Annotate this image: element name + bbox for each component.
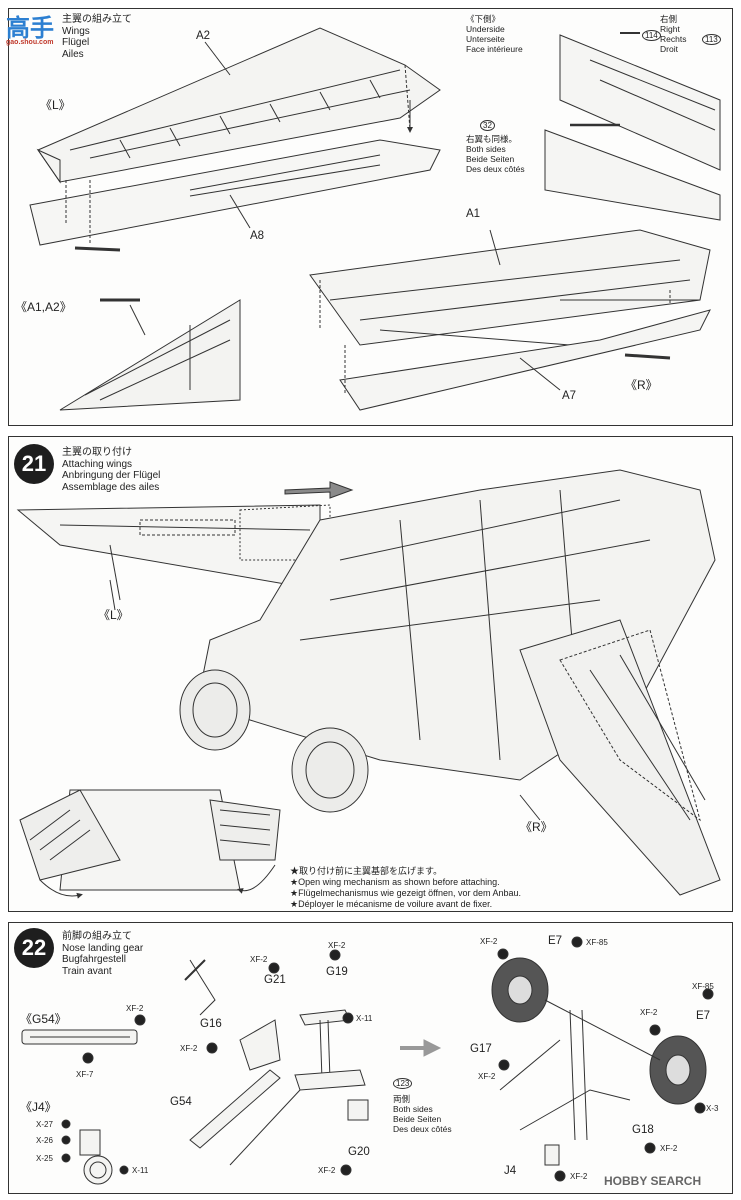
color-xf2-g18: XF-2 (660, 1144, 678, 1153)
note-jp: ★取り付け前に主翼基部を広げます。 (290, 866, 443, 876)
part-g21: G21 (264, 974, 286, 986)
underside-jp: 《下側》 (466, 14, 501, 24)
right-de: Rechts (660, 34, 687, 44)
step-21-title-jp: 主翼の取り付け (62, 447, 132, 458)
step-21-title-de: Anbringung der Flügel (62, 470, 161, 481)
step-20-title-jp: 主翼の組み立て (62, 14, 132, 25)
underside-de: Unterseite (466, 34, 505, 44)
both-sides-22-de: Beide Seiten (393, 1114, 442, 1124)
color-x25-j4: X-25 (36, 1154, 53, 1163)
both-sides-de: Beide Seiten (466, 154, 515, 164)
label-right-wing: 《R》 (625, 378, 658, 392)
both-sides-jp: 右翼も同様。 (466, 134, 518, 144)
step-21-title-en: Attaching wings (62, 458, 133, 470)
note-de: ★Flügelmechanismus wie gezeigt öffnen, v… (290, 888, 522, 898)
step-21-badge: 21 (14, 444, 54, 484)
color-x11-mid: X-11 (356, 1014, 373, 1023)
color-x3: X-3 (706, 1104, 719, 1113)
color-xf2-g21: XF-2 (250, 955, 268, 964)
color-xf2-g19: XF-2 (328, 941, 346, 950)
step-22-title-de: Bugfahrgestell (62, 954, 126, 965)
part-num-123: 123 (393, 1078, 413, 1089)
label-a1-a2: 《A1,A2》 (15, 300, 72, 314)
step-20-title-fr: Ailes (62, 48, 84, 60)
step-22-title-jp: 前脚の組み立て (62, 931, 132, 942)
part-j4: J4 (504, 1165, 517, 1177)
part-g18: G18 (632, 1124, 654, 1136)
color-xf2-g17: XF-2 (478, 1072, 496, 1081)
color-xf2-right: XF-2 (640, 1008, 658, 1017)
both-sides-22-fr: Des deux côtés (393, 1124, 452, 1134)
step-21-title: 主翼の取り付け Attaching wings Anbringung der F… (62, 447, 160, 493)
part-e7-top: E7 (548, 935, 563, 947)
part-g19: G19 (326, 966, 348, 978)
part-num-114: 114 (642, 30, 661, 41)
right-side-note: 右側 Right Rechts Droit (660, 14, 686, 54)
right-jp: 右側 (660, 14, 678, 24)
step-20-title-en: Wings (62, 25, 90, 37)
part-a1: A1 (466, 208, 481, 220)
label-left-wing: 《L》 (40, 98, 71, 112)
part-a2: A2 (196, 30, 211, 42)
step-20-title: 主翼の組み立て Wings Flügel Ailes (62, 14, 132, 60)
watermark-text: 高手 (6, 13, 54, 42)
color-xf2-j4: XF-2 (570, 1172, 588, 1181)
step-20-title-de: Flügel (62, 37, 90, 48)
both-sides-fr: Des deux côtés (466, 164, 525, 174)
part-e7-right: E7 (696, 1010, 711, 1022)
part-g54: G54 (170, 1096, 192, 1108)
right-fr: Droit (660, 44, 678, 54)
part-g17: G17 (470, 1043, 492, 1055)
label-right-wing-21: 《R》 (520, 820, 553, 834)
both-sides-22-en: Both sides (393, 1104, 433, 1114)
color-xf2-g54: XF-2 (126, 1004, 144, 1013)
step-22-title-en: Nose landing gear (62, 942, 144, 954)
step-22-badge: 22 (14, 928, 54, 968)
step-21-notes: ★取り付け前に主翼基部を広げます。 ★Open wing mechanism a… (290, 866, 521, 910)
color-xf2-e7: XF-2 (480, 937, 498, 946)
label-left-wing-21: 《L》 (98, 608, 129, 622)
underside-note: 《下側》 Underside Unterseite Face intérieur… (466, 14, 523, 54)
color-x11-j4: X-11 (132, 1166, 149, 1175)
part-a7: A7 (562, 390, 577, 402)
color-x26-j4: X-26 (36, 1136, 53, 1145)
label-j4: 《J4》 (20, 1100, 57, 1114)
step-22-title: 前脚の組み立て Nose landing gear Bugfahrgestell… (62, 931, 143, 977)
note-en: ★Open wing mechanism as shown before att… (290, 877, 500, 887)
both-sides-en: Both sides (466, 144, 506, 154)
color-xf2-g16: XF-2 (180, 1044, 198, 1053)
part-g20: G20 (348, 1146, 370, 1158)
hobby-search-text: HOBBY SEARCH (604, 1174, 702, 1188)
part-a8: A8 (250, 230, 265, 242)
color-xf7-g54: XF-7 (76, 1070, 94, 1079)
hobby-search-watermark: HOBBY SEARCH (604, 1174, 701, 1188)
site-watermark: 高手 gao.shou.com (6, 8, 54, 46)
step-21-title-fr: Assemblage des ailes (62, 481, 160, 493)
both-sides-note-20: 右翼も同様。 Both sides Beide Seiten Des deux … (466, 134, 525, 174)
step-20-drawing (29, 27, 721, 411)
part-num-32: 32 (480, 120, 495, 131)
both-sides-22-jp: 両側 (393, 1094, 411, 1104)
color-xf85-top: XF-85 (586, 938, 608, 947)
step-21-drawing (16, 469, 721, 899)
underside-fr: Face intérieure (466, 44, 523, 54)
note-fr: ★Déployer le mécanisme de voilure avant … (290, 899, 493, 909)
step-22-panel (8, 922, 733, 1194)
color-xf85-right: XF-85 (692, 982, 714, 991)
right-en: Right (660, 24, 680, 34)
part-num-113: 113 (702, 34, 721, 45)
step-22-title-fr: Train avant (62, 965, 112, 977)
watermark-sub: gao.shou.com (6, 39, 54, 46)
color-xf2-g20: XF-2 (318, 1166, 336, 1175)
label-g54: 《G54》 (20, 1012, 67, 1026)
color-x27-j4: X-27 (36, 1120, 53, 1129)
part-g16: G16 (200, 1018, 222, 1030)
both-sides-note-22: 両側 Both sides Beide Seiten Des deux côté… (393, 1094, 452, 1134)
underside-en: Underside (466, 24, 505, 34)
